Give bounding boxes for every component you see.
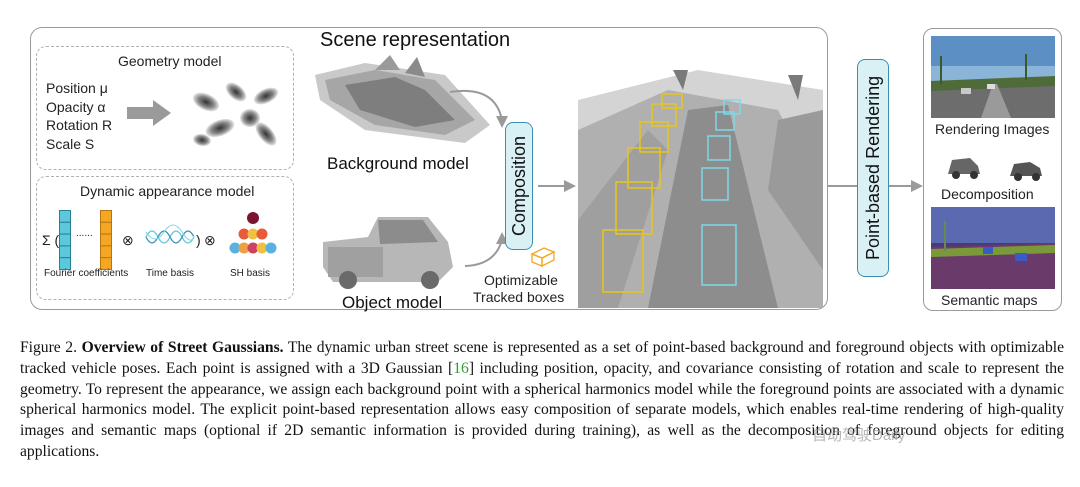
rendering-images-label: Rendering Images: [935, 121, 1050, 137]
sh-basis-spheres-icon: [229, 212, 277, 254]
render-output-arrow: [889, 180, 923, 192]
paren-close: ): [196, 232, 201, 248]
figure-caption: Figure 2. Overview of Street Gaussians. …: [20, 338, 1064, 463]
tracked-boxes-label: Tracked boxes: [473, 289, 565, 305]
otimes-symbol-2: ⊗: [204, 232, 216, 248]
composition-label: Composition: [509, 135, 529, 237]
geometry-model-box: [36, 46, 294, 170]
composed-scene-point-cloud: [578, 70, 823, 308]
geometry-params: Position μ Opacity α Rotation R Scale S: [46, 79, 112, 153]
caption-text-part1: The dynamic urban street scene is repres…: [20, 339, 1065, 377]
decomposition-cars-icon: [948, 158, 1042, 181]
time-basis-waves-icon: [145, 224, 195, 244]
semantic-map-image: [931, 207, 1055, 289]
object-model-label: Object model: [342, 293, 443, 312]
background-point-cloud: [315, 55, 490, 143]
appearance-model-box: [36, 176, 294, 300]
otimes-symbol-1: ⊗: [122, 232, 134, 248]
param-position: Position μ: [46, 80, 108, 96]
composition-output-arrow: [538, 180, 576, 192]
param-scale: Scale S: [46, 135, 95, 152]
geometry-model-title: Geometry model: [118, 53, 222, 69]
rendering-image-photo: [931, 36, 1055, 118]
semantic-maps-label: Semantic maps: [941, 292, 1038, 308]
sh-basis-label: SH basis: [230, 268, 271, 279]
outputs-frame: [923, 28, 1062, 311]
composition-box: [505, 122, 533, 250]
object-point-cloud: [323, 217, 453, 289]
point-based-rendering-box: [857, 59, 889, 277]
caption-text-part2: ] including position, opacity, and covar…: [20, 359, 1064, 460]
decomposition-label: Decomposition: [941, 186, 1034, 202]
watermark: 自动驾驶Daily: [812, 427, 906, 444]
fourier-coefficients-label: Fourier coefficients: [44, 268, 129, 279]
fourier-vector-orange: [100, 210, 112, 270]
caption-citation-link[interactable]: 16: [453, 359, 469, 377]
scene-title: Scene representation: [320, 29, 511, 51]
time-basis-label: Time basis: [146, 268, 194, 279]
gaussian-ellipses-icon: [192, 82, 279, 147]
vector-ellipsis: ......: [76, 228, 93, 239]
param-opacity: Opacity α: [46, 98, 106, 115]
caption-title: Overview of Street Gaussians.: [81, 339, 284, 356]
fourier-vector-teal: [59, 210, 71, 270]
param-rotation: Rotation R: [46, 117, 113, 133]
scene-representation-frame: [30, 27, 828, 310]
appearance-model-title: Dynamic appearance model: [80, 183, 255, 199]
sigma-symbol: Σ (: [42, 232, 60, 248]
background-model-label: Background model: [327, 154, 469, 173]
tracked-box-icon: [530, 247, 556, 268]
point-based-rendering-label: Point-based Rendering: [863, 75, 883, 261]
optimizable-label: Optimizable: [484, 272, 558, 288]
geometry-arrow: [127, 100, 171, 126]
render-input-arrow: [827, 185, 857, 187]
caption-figure-number: Figure 2.: [20, 339, 78, 356]
